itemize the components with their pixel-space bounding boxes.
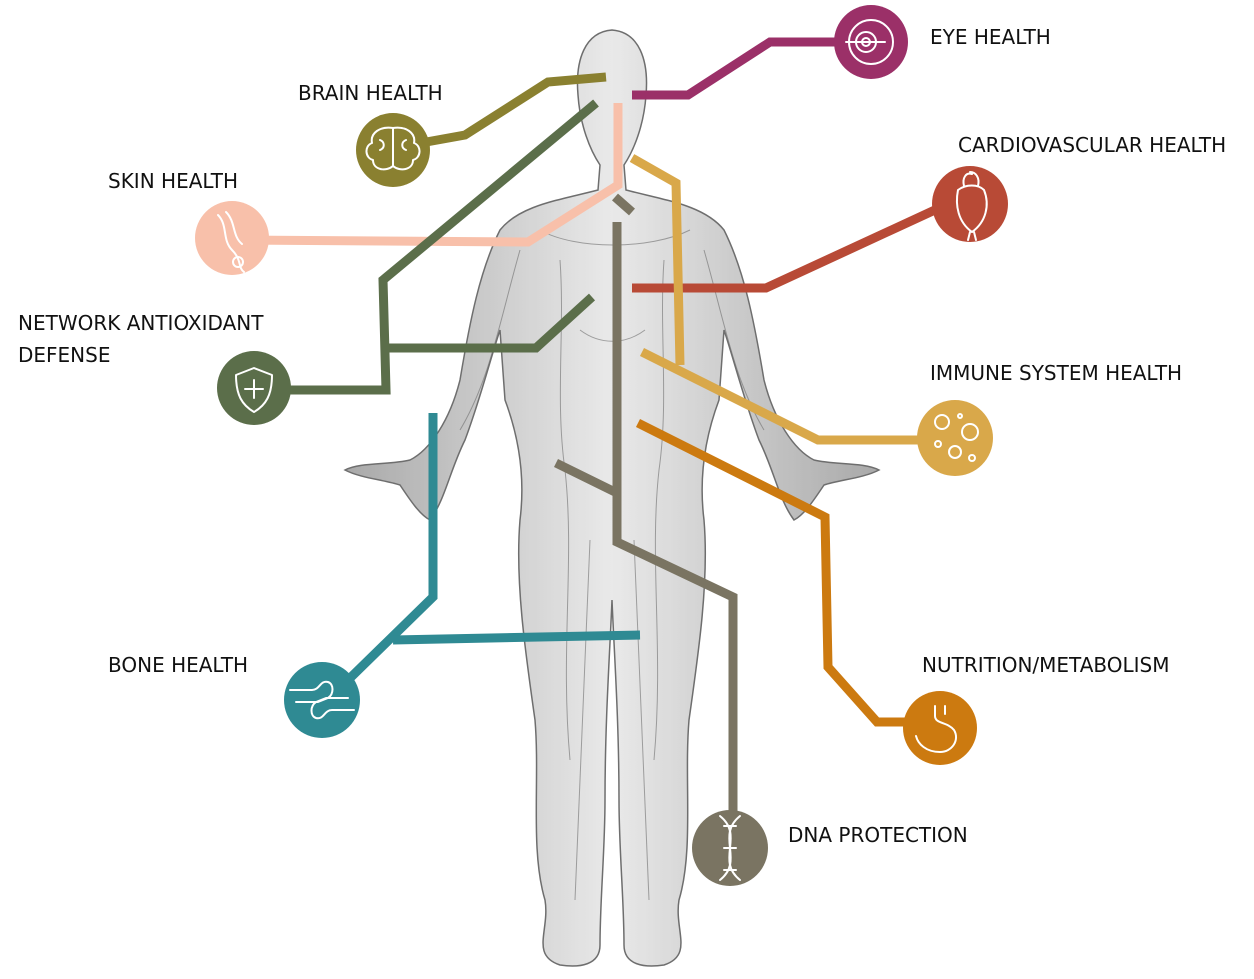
cardio-label: CARDIOVASCULAR HEALTH bbox=[958, 133, 1226, 157]
bone-branch-line bbox=[393, 635, 640, 640]
skin-connector-line bbox=[232, 103, 618, 242]
skin-circle bbox=[195, 201, 269, 275]
eye-connector-line bbox=[632, 42, 870, 95]
bone-label: BONE HEALTH bbox=[108, 653, 248, 677]
nutrition-circle bbox=[903, 691, 977, 765]
dna-label: DNA PROTECTION bbox=[788, 823, 968, 847]
antioxidant-label-line-1: NETWORK ANTIOXIDANT bbox=[18, 311, 264, 335]
brain-label: BRAIN HEALTH bbox=[298, 81, 443, 105]
brain-node: BRAIN HEALTH bbox=[298, 81, 443, 187]
dna-node: DNA PROTECTION bbox=[692, 810, 968, 886]
skin-node: SKIN HEALTH bbox=[108, 169, 269, 275]
cardio-node: CARDIOVASCULAR HEALTH bbox=[932, 133, 1226, 242]
eye-node: EYE HEALTH bbox=[834, 5, 1051, 79]
immune-circle bbox=[917, 400, 993, 476]
antioxidant-node: NETWORK ANTIOXIDANT DEFENSE bbox=[18, 311, 291, 425]
nutrition-label: NUTRITION/METABOLISM bbox=[922, 653, 1170, 677]
immune-node: IMMUNE SYSTEM HEALTH bbox=[917, 361, 1182, 476]
antioxidant-label-line-2: DEFENSE bbox=[18, 343, 110, 367]
nutrition-node: NUTRITION/METABOLISM bbox=[903, 653, 1170, 765]
skin-label: SKIN HEALTH bbox=[108, 169, 238, 193]
eye-label: EYE HEALTH bbox=[930, 25, 1051, 49]
bone-node: BONE HEALTH bbox=[108, 653, 360, 738]
immune-label: IMMUNE SYSTEM HEALTH bbox=[930, 361, 1182, 385]
